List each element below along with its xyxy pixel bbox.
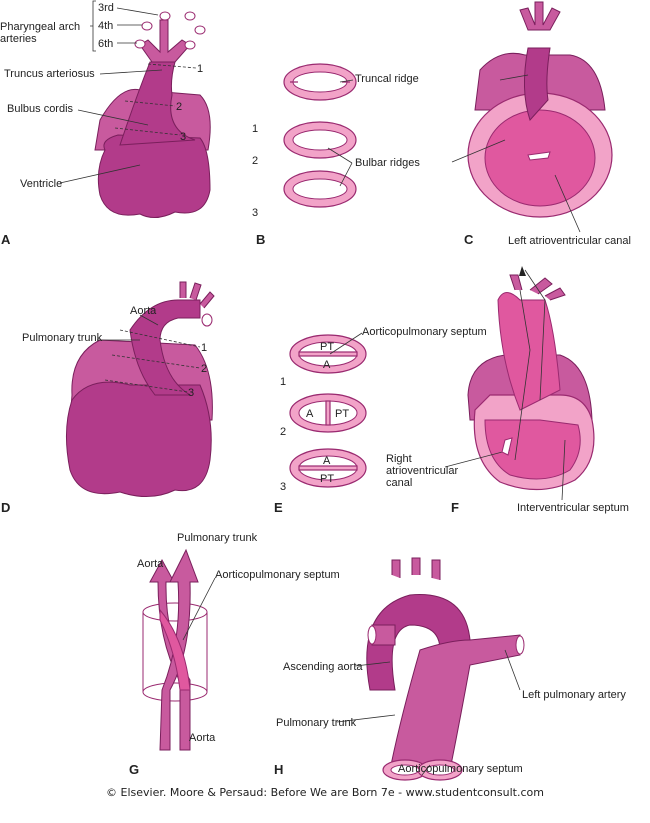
panel-e: Aorticopulmonary septum PT A A PT A PT 1…: [274, 326, 487, 515]
ventricle-shape: [97, 134, 211, 218]
section2-pt: PT: [335, 408, 349, 420]
panel-g: Pulmonary trunk Aorta Aorticopulmonary s…: [129, 532, 340, 777]
label-pulmonary-trunk: Pulmonary trunk: [22, 332, 103, 344]
label-interventricular-septum: Interventricular septum: [517, 502, 629, 514]
panel-letter-b: B: [256, 232, 265, 247]
panel-f: Right atrioventricular canal Interventri…: [386, 266, 629, 515]
panel-letter-c: C: [464, 232, 474, 247]
panel-letter-f: F: [451, 500, 459, 515]
level-1: 1: [197, 63, 203, 75]
level-1: 1: [252, 123, 258, 135]
label-left-pulmonary-artery: Left pulmonary artery: [522, 689, 626, 701]
label-pharyngeal-arch: Pharyngeal arch: [0, 21, 80, 33]
label-6th: 6th: [98, 38, 113, 50]
label-4th: 4th: [98, 20, 113, 32]
label-pulmonary-trunk: Pulmonary trunk: [177, 532, 258, 544]
level-2: 2: [252, 155, 258, 167]
panel-a: 3rd 4th 6th Pharyngeal arch arteries Tru…: [0, 0, 211, 247]
level-2: 2: [201, 363, 207, 375]
label-right-av-3: canal: [386, 477, 412, 489]
label-arteries: arteries: [0, 33, 37, 45]
panel-letter-g: G: [129, 762, 139, 777]
panel-letter-a: A: [1, 232, 11, 247]
label-right-av-1: Right: [386, 453, 412, 465]
level-1: 1: [201, 342, 207, 354]
label-left-atrioventricular-canal: Left atrioventricular canal: [508, 235, 631, 247]
label-right-av-2: atrioventricular: [386, 465, 458, 477]
truncus-shape: [119, 61, 196, 146]
level-3: 3: [188, 387, 194, 399]
label-aorta: Aorta: [130, 305, 157, 317]
section3-a: A: [323, 455, 331, 467]
level-3: 3: [180, 131, 186, 143]
panel-c: C Left atrioventricular canal: [451, 1, 631, 247]
label-aorta-top: Aorta: [137, 558, 164, 570]
panel-letter-d: D: [1, 500, 10, 515]
panel-h: Ascending aorta Left pulmonary artery Pu…: [274, 557, 626, 781]
level-1: 1: [280, 376, 286, 388]
label-aorticopulmonary-septum: Aorticopulmonary septum: [398, 763, 523, 775]
flow-arrow-icon: [519, 266, 526, 276]
section1-a: A: [323, 359, 331, 371]
label-truncus-arteriosus: Truncus arteriosus: [4, 68, 95, 80]
panel-d: Aorta Pulmonary trunk 1 2 3 D: [1, 281, 215, 515]
label-pulmonary-trunk: Pulmonary trunk: [276, 717, 357, 729]
label-aorta-bottom: Aorta: [189, 732, 216, 744]
level-2: 2: [280, 426, 286, 438]
section3-pt: PT: [320, 473, 334, 485]
copyright-footer: © Elsevier. Moore & Persaud: Before We a…: [106, 786, 544, 799]
label-truncal-ridge: Truncal ridge: [355, 73, 419, 85]
label-aorticopulmonary-septum: Aorticopulmonary septum: [215, 569, 340, 581]
level-2: 2: [176, 101, 182, 113]
label-bulbar-ridges: Bulbar ridges: [355, 157, 420, 169]
label-aorticopulmonary-septum: Aorticopulmonary septum: [362, 326, 487, 338]
panel-letter-h: H: [274, 762, 283, 777]
label-ventricle: Ventricle: [20, 178, 62, 190]
panel-b: Truncal ridge Bulbar ridges 1 2 3 B: [252, 63, 420, 247]
section2-a: A: [306, 408, 314, 420]
arch-arteries-shape: [139, 19, 191, 63]
panel-letter-e: E: [274, 500, 283, 515]
level-3: 3: [252, 207, 258, 219]
label-ascending-aorta: Ascending aorta: [283, 661, 363, 673]
label-3rd: 3rd: [98, 2, 114, 14]
level-3: 3: [280, 481, 286, 493]
section1-pt: PT: [320, 341, 334, 353]
label-bulbus-cordis: Bulbus cordis: [7, 103, 74, 115]
